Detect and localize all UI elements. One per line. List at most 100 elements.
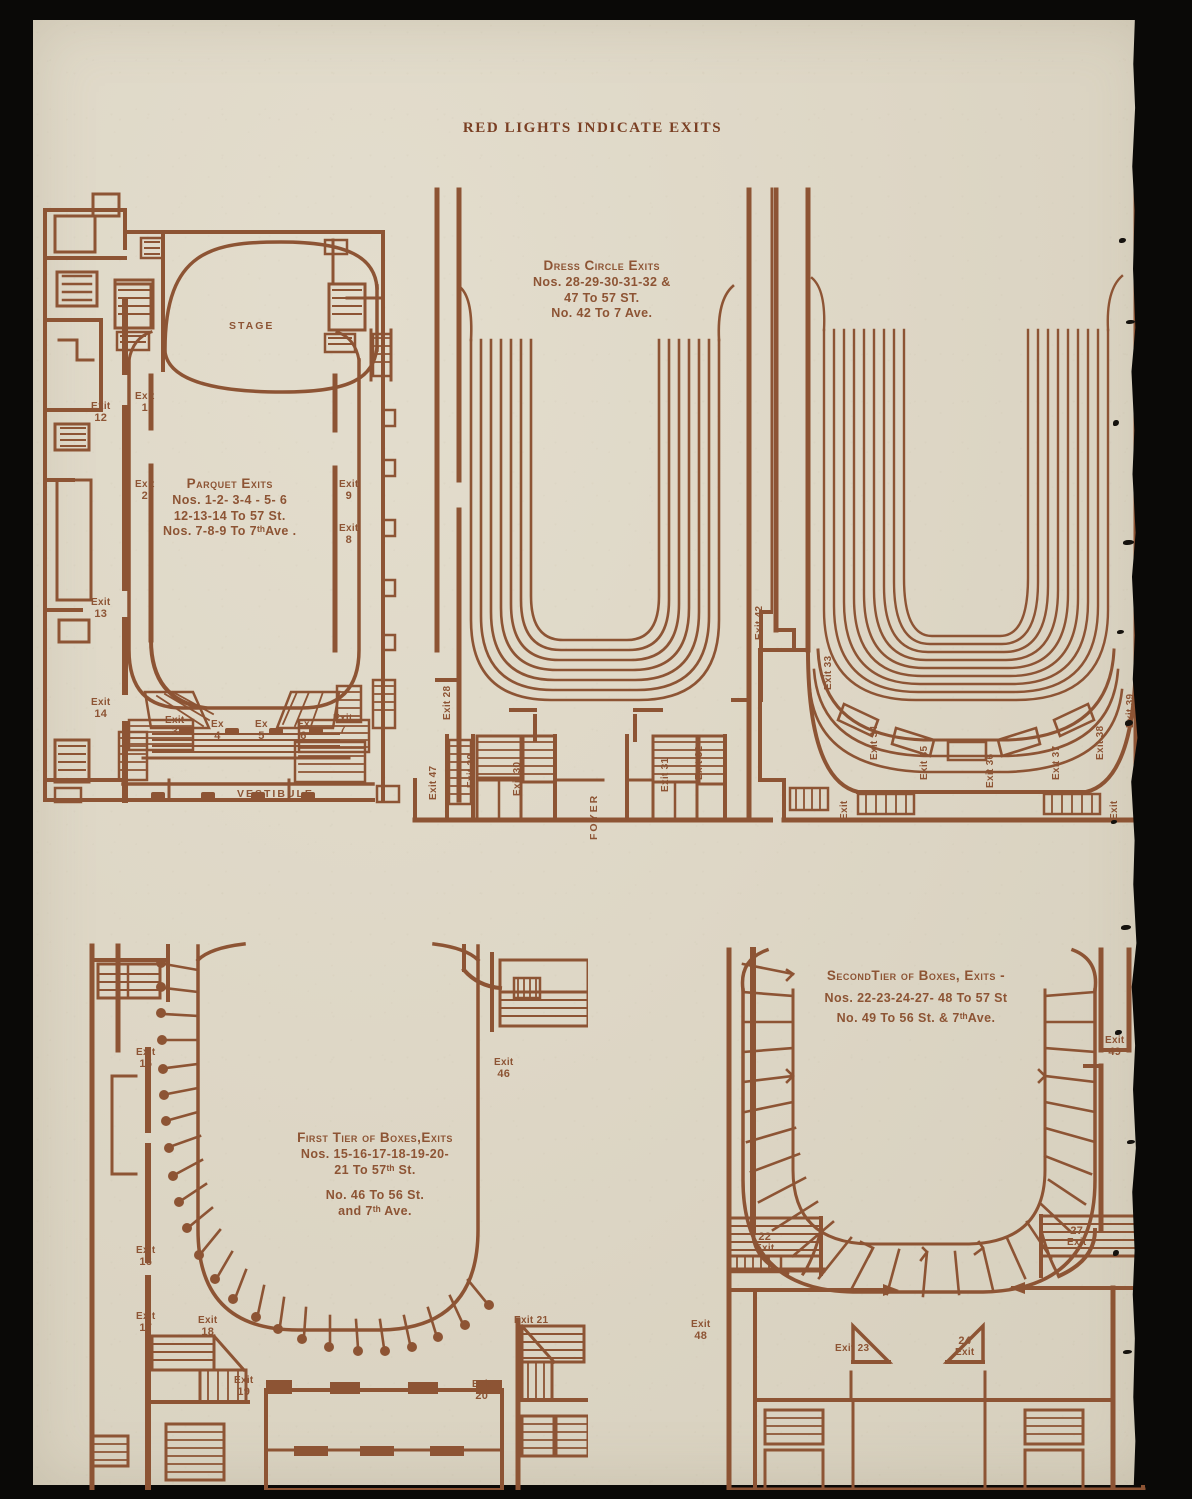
exit-word: Exit (466, 768, 477, 788)
exit-label-34: Exit 34 (869, 725, 881, 760)
exit-label-9: Exit 9 (339, 479, 359, 502)
exit-number: 48 (694, 1329, 708, 1342)
exit-word: Exit (198, 1315, 218, 1326)
exit-number: 6 (300, 729, 307, 742)
exit-label-1: Exit 1 (135, 391, 155, 414)
exit-label-20: Exit 20 (472, 1379, 492, 1402)
exit-label-8: Exit 8 (339, 523, 359, 546)
exit-label-balcony-right-unnumbered: Exit (1109, 800, 1121, 820)
dress-circle-exits-line-3: No. 42 To 7 Ave. (551, 306, 653, 321)
exit-number: 8 (345, 533, 352, 546)
exit-number: 19 (237, 1385, 251, 1398)
exit-word: Exit (955, 1346, 975, 1358)
plan-parquet: STAGE VESTIBULE Exit 1 Exit 2 Exit 12 Ex… (33, 180, 403, 840)
exit-number: 49 (1108, 1045, 1122, 1058)
parquet-exits-line-2: 12-13-14 To 57 St. (173, 508, 286, 523)
exit-label-29: Exit 29 (466, 754, 478, 788)
exit-word: Exit (135, 479, 155, 490)
first-tier-drawing (89, 942, 590, 1493)
exit-word: Exit (165, 715, 185, 726)
exit-number: 7 (339, 723, 346, 736)
exit-label-37: Exit 37 (1051, 745, 1063, 780)
exit-label-30: Exit 30 (512, 761, 524, 796)
parquet-exits-line-1: Nos. 1-2- 3-4 - 5- 6 (172, 492, 288, 507)
exit-label-46: Exit 46 (494, 1057, 514, 1080)
exit-number: 13 (94, 607, 108, 620)
parquet-exits-title: Parquet Exits (186, 476, 273, 491)
dress-circle-exits-title: Dress Circle Exits (543, 258, 661, 273)
exit-word: Exit (472, 1379, 492, 1390)
plan-first-tier: First Tier of Boxes,Exits Nos. 15-16-17-… (48, 930, 590, 1493)
exit-label-15: Exit 15 (136, 1047, 156, 1070)
second-tier-drawing (726, 947, 1146, 1493)
exit-number: 14 (94, 707, 108, 720)
exit-number: 18 (201, 1325, 215, 1338)
exit-label-28: Exit 28 (442, 686, 454, 720)
plan-dress-circle: FOYER Dress Circle Exits Nos. 28-29-30-3… (403, 180, 776, 840)
exit-word: Exit (839, 800, 850, 820)
plan-second-tier: SecondTier of Boxes, Exits - Nos. 22-23-… (683, 930, 1153, 1493)
exit-label-23: Exit 23 (835, 1343, 870, 1354)
exit-word: Exit (823, 670, 834, 690)
exit-number: 34 (869, 725, 880, 738)
exit-word: Exit (428, 780, 439, 800)
exit-label-13: Exit 13 (91, 597, 111, 620)
second-tier-exits-block: SecondTier of Boxes, Exits - Nos. 22-23-… (751, 968, 1081, 1026)
exit-label-32: Exit 32 (694, 745, 706, 780)
exit-number: 37 (1051, 745, 1062, 758)
second-tier-exits-line-1: Nos. 22-23-24-27- 48 To 57 St (824, 990, 1008, 1005)
exit-number: 24 (958, 1335, 972, 1347)
exit-word: Exit (136, 1311, 156, 1322)
exit-label-47: Exit 47 (428, 765, 440, 800)
exit-number: 1 (141, 401, 148, 414)
exit-word: Exit (339, 523, 359, 534)
exit-label-5: Ex 5 (255, 719, 268, 742)
exit-word: Exit (135, 391, 155, 402)
exit-word: Exit (494, 1057, 514, 1068)
exit-label-balcony-left-unnumbered: Exit (839, 800, 851, 820)
exit-number: 27 (1070, 1225, 1084, 1237)
exit-label-22: 22 Exit (755, 1231, 775, 1254)
exit-number: 31 (660, 757, 671, 770)
exit-number: 16 (139, 1255, 153, 1268)
exit-label-12: Exit 12 (91, 401, 111, 424)
exit-number: 15 (139, 1057, 153, 1070)
exit-number: 2 (141, 489, 148, 502)
parquet-exits-block: Parquet Exits Nos. 1-2- 3-4 - 5- 6 12-13… (163, 476, 297, 540)
exit-word: Exit (985, 768, 996, 788)
exit-label-27: 27 Exit (1067, 1225, 1087, 1248)
exit-word: Exit (1095, 740, 1106, 760)
exit-number: 32 (694, 745, 705, 758)
exit-word: Exit (234, 1375, 254, 1386)
exit-number: 3 (171, 725, 178, 738)
second-tier-exits-line-2: No. 49 To 56 St. & 7ᵗʰAve. (836, 1010, 996, 1025)
exit-label-24: 24 Exit (955, 1335, 975, 1358)
dress-circle-exits-line-1: Nos. 28-29-30-31-32 & (533, 274, 671, 289)
exit-word: Exit (512, 776, 523, 796)
first-tier-exits-title: First Tier of Boxes,Exits (297, 1130, 453, 1145)
exit-number: 12 (94, 411, 108, 424)
exit-label-14: Exit 14 (91, 697, 111, 720)
exit-label-6: Ex 6 (297, 719, 310, 742)
exit-number: 38 (1095, 725, 1106, 738)
exit-number: 35 (919, 745, 930, 758)
exit-word: Exit (694, 760, 705, 780)
exit-word: Ex (297, 719, 310, 730)
exit-word: Exit (691, 1319, 711, 1330)
exit-label-33: Exit 33 (823, 655, 835, 690)
exit-label-18: Exit 18 (198, 1315, 218, 1338)
exit-number: 47 (428, 765, 439, 778)
exit-label-16: Exit 16 (136, 1245, 156, 1268)
exit-word: Exit (91, 597, 111, 608)
exit-word: Exit (1105, 1035, 1125, 1046)
dress-circle-exits-block: Dress Circle Exits Nos. 28-29-30-31-32 &… (533, 258, 671, 322)
page-title: RED LIGHTS INDICATE EXITS (462, 120, 723, 136)
exit-word: Exit (91, 401, 111, 412)
exit-number: 33 (823, 655, 834, 668)
exit-word: Exit (1067, 1236, 1087, 1248)
exit-number: 30 (512, 761, 523, 774)
exit-word: Ex (255, 719, 268, 730)
stage-label: STAGE (229, 320, 275, 332)
parquet-drawing (43, 192, 401, 804)
